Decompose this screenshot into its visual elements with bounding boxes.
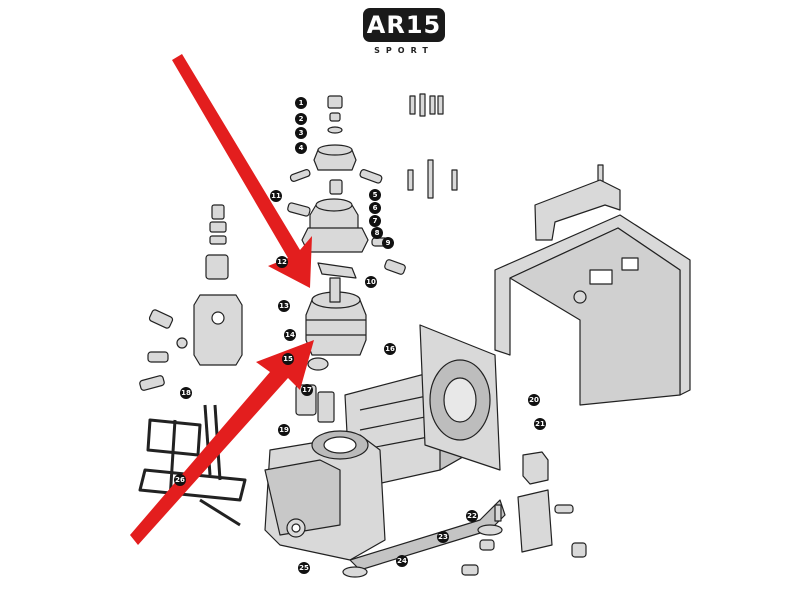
protective-cover — [494, 214, 691, 406]
callout-21: 21 — [534, 418, 546, 430]
logo-subtext: SPORT — [374, 46, 434, 55]
svg-text:23: 23 — [438, 533, 448, 541]
svg-text:19: 19 — [279, 426, 289, 434]
svg-text:26: 26 — [175, 476, 185, 484]
callout-14: 14 — [284, 329, 296, 341]
motor-end-frame — [419, 324, 501, 471]
svg-text:8: 8 — [375, 229, 380, 237]
svg-text:13: 13 — [279, 302, 289, 310]
callout-9: 9 — [382, 237, 394, 249]
svg-text:4: 4 — [299, 144, 304, 152]
svg-text:24: 24 — [397, 557, 407, 565]
svg-text:1: 1 — [299, 99, 304, 107]
callout-16: 16 — [384, 343, 396, 355]
callout-13: 13 — [278, 300, 290, 312]
svg-text:7: 7 — [373, 217, 378, 225]
bolt-set-top — [407, 93, 604, 199]
callout-24: 24 — [396, 555, 408, 567]
callout-19: 19 — [278, 424, 290, 436]
svg-text:10: 10 — [366, 278, 376, 286]
ar15-logo: AR15 — [363, 8, 445, 42]
callout-6: 6 — [369, 202, 381, 214]
crankcase — [264, 430, 506, 571]
callout-15: 15 — [282, 353, 294, 365]
svg-text:9: 9 — [386, 239, 391, 247]
callout-22: 22 — [466, 510, 478, 522]
svg-text:14: 14 — [285, 331, 295, 339]
part-callouts: 1 2 3 4 5 6 7 8 9 10 11 12 13 14 15 16 1… — [174, 97, 546, 574]
svg-text:6: 6 — [373, 204, 378, 212]
svg-text:15: 15 — [283, 355, 293, 363]
svg-text:20: 20 — [529, 396, 539, 404]
svg-text:2: 2 — [299, 115, 304, 123]
callout-8: 8 — [371, 227, 383, 239]
callout-12: 12 — [276, 256, 288, 268]
rubber-feet — [342, 524, 503, 578]
callout-18: 18 — [180, 387, 192, 399]
highlight-arrows — [130, 54, 314, 545]
red-arrow-lower — [130, 340, 314, 545]
callout-4: 4 — [295, 142, 307, 154]
callout-7: 7 — [369, 215, 381, 227]
valve-plate — [317, 262, 357, 279]
svg-text:18: 18 — [181, 389, 191, 397]
callout-26: 26 — [174, 474, 186, 486]
svg-text:11: 11 — [271, 192, 281, 200]
svg-text:21: 21 — [535, 420, 545, 428]
callout-3: 3 — [295, 127, 307, 139]
callout-5: 5 — [369, 189, 381, 201]
manifold-right — [461, 451, 587, 576]
carry-handle — [534, 179, 621, 241]
head-fittings — [287, 169, 406, 275]
svg-text:22: 22 — [467, 512, 477, 520]
callout-10: 10 — [365, 276, 377, 288]
cylinder-barrel — [305, 277, 367, 356]
svg-text:12: 12 — [277, 258, 287, 266]
svg-text:16: 16 — [385, 345, 395, 353]
callout-20: 20 — [528, 394, 540, 406]
cylinder-head — [301, 179, 369, 253]
callout-23: 23 — [437, 531, 449, 543]
svg-text:17: 17 — [302, 386, 312, 394]
svg-text:3: 3 — [299, 129, 304, 137]
red-arrow-upper — [172, 54, 312, 288]
callout-25: 25 — [298, 562, 310, 574]
svg-text:5: 5 — [373, 191, 378, 199]
callout-2: 2 — [295, 113, 307, 125]
head-cap-stack — [313, 95, 357, 171]
logo-text: AR15 — [366, 11, 442, 39]
svg-text:25: 25 — [299, 564, 309, 572]
filter-assembly-left — [139, 204, 243, 391]
callout-11: 11 — [270, 190, 282, 202]
callout-1: 1 — [295, 97, 307, 109]
callout-17: 17 — [301, 384, 313, 396]
